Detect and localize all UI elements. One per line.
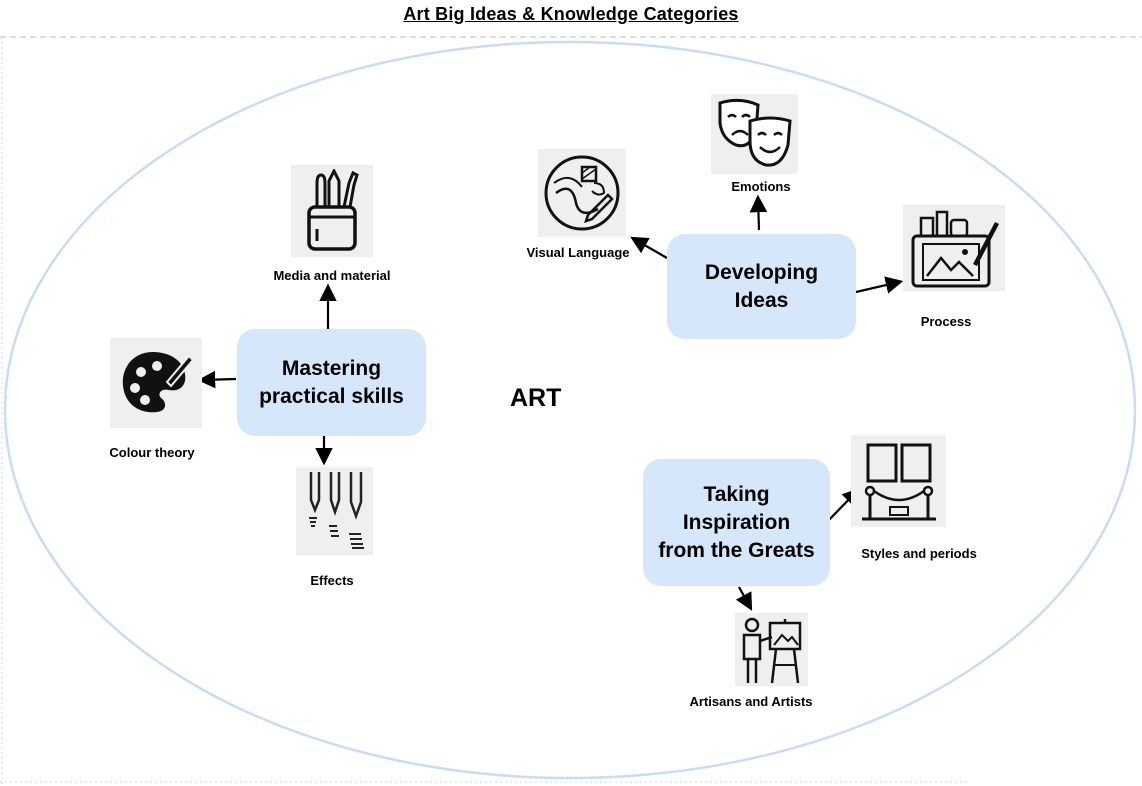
arrow-to-artisans: [735, 586, 753, 611]
node-label-artisans: Artisans and Artists: [689, 694, 813, 709]
hub-mastering-practical-skills: Mastering practical skills: [237, 329, 426, 436]
art-ellipse: [3, 40, 1137, 780]
node-label-colour: Colour theory: [109, 445, 195, 460]
node-label-effects: Effects: [310, 573, 354, 588]
node-label-emotions: Emotions: [731, 179, 791, 194]
node-label-media: Media and material: [273, 268, 391, 283]
arrow-to-visual: [630, 236, 668, 259]
arrow-to-process: [855, 276, 904, 294]
gallery-icon: [851, 435, 946, 527]
artist-easel-icon: [735, 613, 808, 686]
node-label-styles: Styles and periods: [861, 546, 977, 561]
arrow-to-emotions: [749, 194, 768, 231]
brushes-icon: [296, 467, 373, 555]
page-title: Art Big Ideas & Knowledge Categories: [403, 4, 739, 24]
node-label-visual: Visual Language: [526, 245, 630, 260]
hub-developing-ideas: Developing Ideas: [667, 234, 856, 339]
arrow-to-colour: [197, 370, 237, 389]
theatre-masks-icon: [711, 94, 798, 174]
pen-drawing-icon: [538, 149, 626, 237]
node-label-process: Process: [920, 314, 972, 329]
palette-icon: [110, 338, 202, 428]
pencil-cup-icon: [291, 165, 373, 257]
art-process-icon: [903, 205, 1005, 291]
hub-taking-inspiration: Taking Inspiration from the Greats: [643, 459, 830, 586]
art-center-label: ART: [510, 384, 562, 412]
